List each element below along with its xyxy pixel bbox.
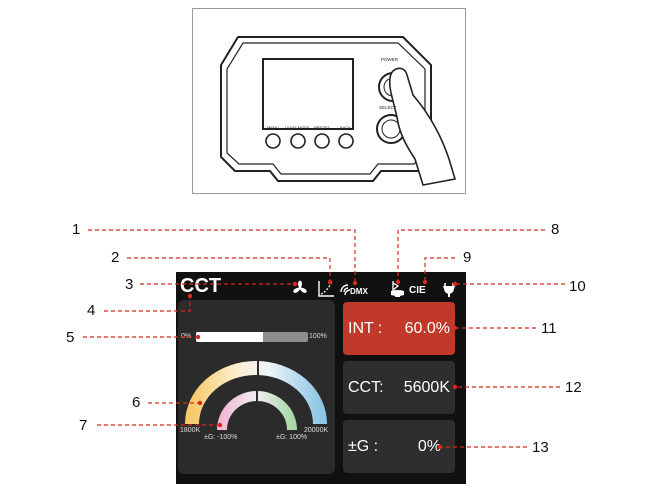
device-illustration-frame: POWER SELECT MENU LIGHT MODE PRESET BACK [192,8,466,194]
callout-number: 10 [569,278,586,295]
cct-label: CCT: [348,378,384,396]
intensity-bar-track[interactable] [196,332,308,342]
light-mode-label: LIGHT MODE [285,125,310,130]
cct-min-label: 1800K [180,427,201,434]
callout-number: 11 [541,320,557,337]
cct-arc-gauge [178,358,335,448]
g-box[interactable]: ±G : 0% [343,420,455,473]
callout-number: 3 [125,276,134,293]
int-value: 60.0% [404,319,450,337]
callout-number: 9 [463,249,472,266]
status-bar: DMX CIE [292,277,458,299]
bluetooth-icon [391,281,404,297]
g-label: ±G : [348,437,379,455]
intensity-bar-fill [196,332,264,342]
menu-label: MENU [267,125,279,130]
back-label: BACK [340,125,351,130]
bar-min-label: 0% [181,333,192,340]
mode-title: CCT [180,275,222,297]
callout-number: 7 [79,417,88,434]
callout-number: 8 [551,221,560,238]
g-value: 0% [417,437,441,455]
fan-icon [293,280,307,293]
callout-number: 12 [565,379,582,396]
dmx-label: DMX [350,287,368,296]
cct-value: 5600K [403,378,450,396]
callout-number: 2 [111,249,120,266]
power-label: POWER [381,57,399,62]
cct-max-label: 20000K [304,427,329,434]
g-max-label: ±G: 100% [276,434,308,441]
select-label: SELECT [379,105,397,110]
callout-number: 4 [87,302,96,319]
callout-number: 5 [66,329,75,346]
cct-box[interactable]: CCT: 5600K [343,361,455,414]
bar-max-label: 100% [309,333,327,340]
int-label: INT : [348,319,383,337]
callout-number: 1 [72,221,81,238]
intensity-box[interactable]: INT : 60.0% [343,302,455,355]
cct-arc [185,361,327,425]
callout-number: 6 [132,394,141,411]
device-drawing: POWER SELECT MENU LIGHT MODE PRESET BACK [220,36,457,186]
callout-number: 13 [532,439,549,456]
g-min-label: ±G: -100% [204,434,238,441]
preset-label: PRESET [314,125,331,130]
dmx-icon: DMX [340,284,368,296]
cie-icon: CIE [409,285,426,296]
